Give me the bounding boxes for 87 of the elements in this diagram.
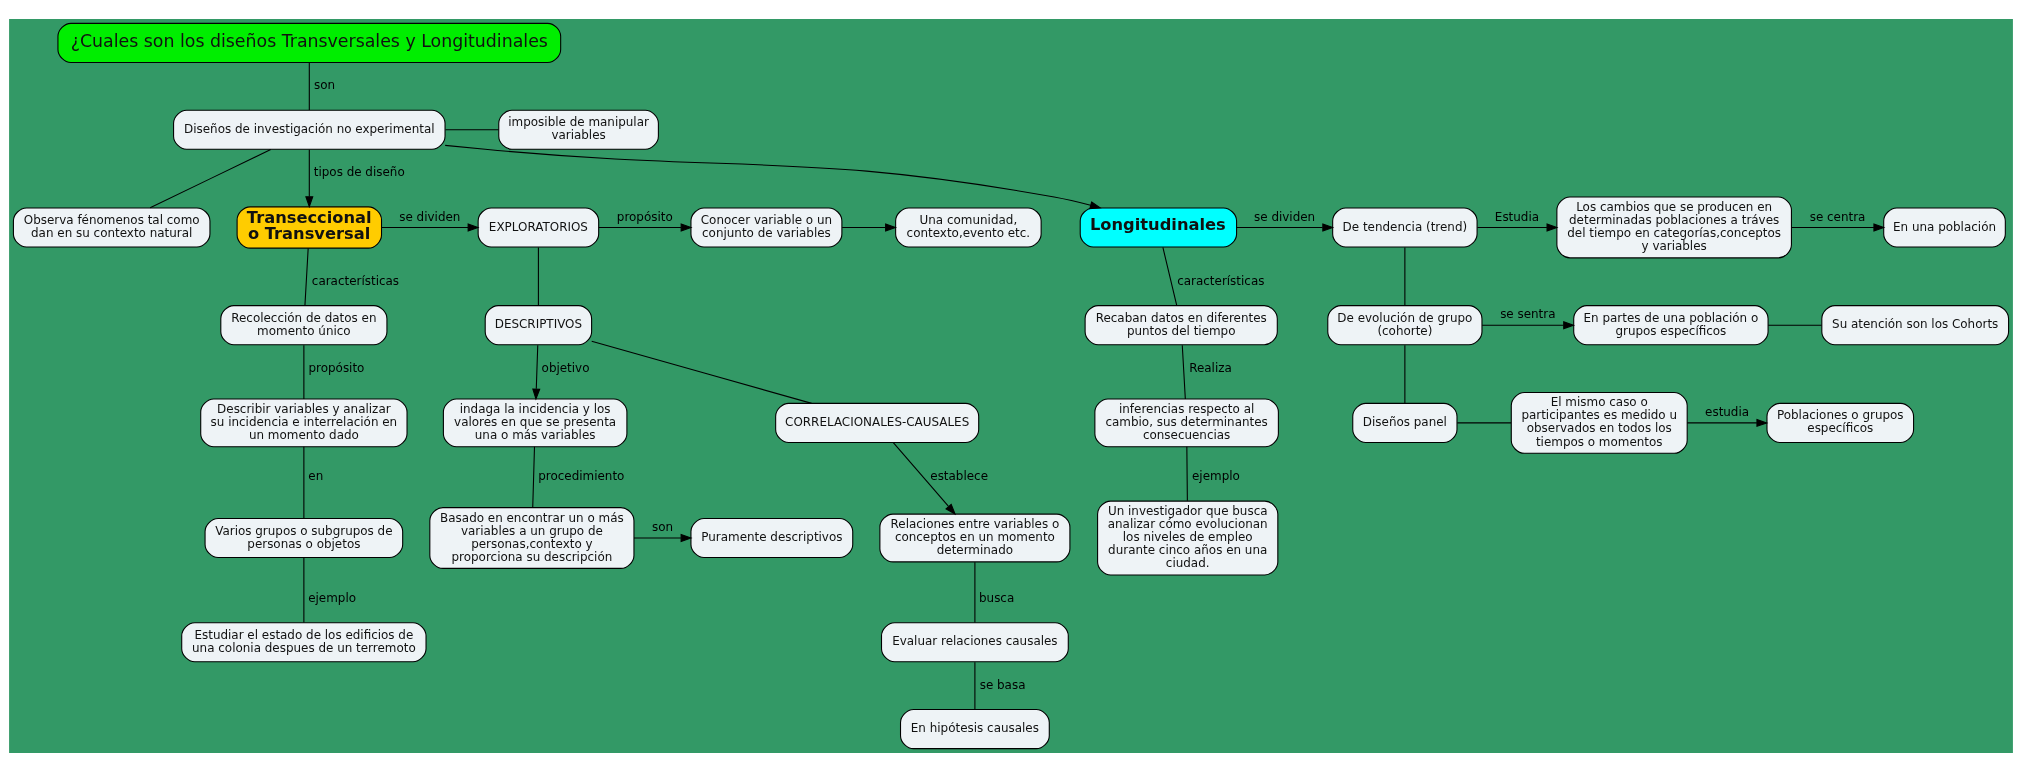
node-box: Recolección de datos en momento único [220, 305, 388, 346]
edge-label: procedimiento [538, 469, 625, 484]
node-box: imposible de manipular variables [498, 109, 659, 150]
arrow [381, 223, 480, 232]
node-box: Observa fénomenos tal como dan en su contexto natural [12, 207, 211, 248]
edge-label: propósito [616, 209, 673, 224]
edge-label: Estudia [1494, 209, 1540, 224]
edge-label: se sentra [1500, 307, 1556, 322]
arrow [598, 223, 693, 232]
connector [974, 561, 976, 624]
edge-label: se basa [979, 677, 1026, 692]
node-box: El mismo caso o participantes es medido u observados en todos los tiempos o momentos [1510, 391, 1688, 454]
arrow [1791, 223, 1886, 232]
connector [532, 446, 536, 508]
node-box: Diseños de investigación no experimental [173, 109, 446, 150]
node-box: Relaciones entre variables o conceptos en un momento determinado [879, 513, 1071, 563]
node-box: Recaban datos en diferentes puntos del tiempo [1084, 305, 1278, 346]
connector [591, 340, 813, 404]
connector [1404, 246, 1406, 307]
node-box: indaga la incidencia y los valores en que se presenta una o más variables [442, 398, 628, 448]
node-box: EXPLORATORIOS [477, 207, 600, 248]
connector [537, 246, 539, 307]
node-box: Diseños panel [1352, 402, 1458, 443]
node-box: De tendencia (trend) [1332, 207, 1478, 248]
node-box: En una población [1883, 207, 2006, 248]
node-box: Longitudinales [1079, 207, 1238, 248]
edge-label: son [651, 520, 674, 535]
node-box: Puramente descriptivos [690, 517, 854, 559]
node-box: Conocer variable o un conjunto de variables [690, 207, 843, 248]
arrow [532, 344, 541, 401]
connector [444, 129, 500, 131]
edge-label: características [1177, 273, 1265, 288]
node-box: Basado en encontrar un o más variables a un grupo de personas,contexto y proporciona su descripción [429, 507, 635, 569]
node-box: CORRELACIONALES-CAUSALES [775, 402, 980, 443]
edge-label: se dividen [399, 209, 461, 224]
node-box: Poblaciones o grupos específicos [1766, 402, 1915, 443]
arrow [444, 144, 1102, 210]
node-box: Evaluar relaciones causales [880, 622, 1069, 663]
node-box: ¿Cuales son los diseños Transversales y Longitudinales [57, 22, 562, 63]
connector [149, 148, 272, 209]
connector [308, 62, 310, 111]
edge-label: son [313, 78, 336, 93]
node-box: Transeccional o Transversal [236, 206, 383, 249]
edge-label: ejemplo [1192, 469, 1240, 484]
edge-label: características [311, 273, 400, 288]
node-box: De evolución de grupo (cohorte) [1327, 305, 1483, 346]
arrow [841, 223, 898, 232]
edge-label: se dividen [1254, 209, 1316, 224]
node-box: Un investigador que busca analizar cómo evolucionan los niveles de empleo durante cinco años en una ciudad. [1097, 500, 1279, 576]
edge-label: ejemplo [308, 590, 357, 605]
arrow [1476, 223, 1559, 232]
connector [1767, 324, 1823, 326]
edge-label: objetivo [541, 360, 590, 375]
connector [303, 557, 305, 624]
arrow [1686, 418, 1769, 428]
arrow [305, 149, 314, 209]
connector [1456, 422, 1512, 424]
arrow [633, 533, 693, 543]
connector [304, 247, 309, 307]
node-box: Los cambios que se producen en determinadas poblaciones a tráves del tiempo en categorías,conceptos y variables [1556, 196, 1792, 259]
connector [974, 661, 976, 710]
connector [303, 446, 305, 519]
node-box: Una comunidad, contexto,evento etc. [895, 207, 1042, 248]
edge-label: tipos de diseño [313, 165, 405, 180]
node-box: En partes de una población o grupos específicos [1573, 305, 1769, 346]
edge-label: Realiza [1189, 360, 1232, 375]
node-box: Estudiar el estado de los edificios de una colonia despues de un terremoto [181, 622, 427, 663]
connector [1404, 344, 1406, 404]
edge-label: estudia [1705, 405, 1750, 420]
arrow [1236, 223, 1335, 232]
connector [1162, 246, 1178, 307]
node-box: DESCRIPTIVOS [484, 305, 593, 346]
arrow [1481, 321, 1576, 330]
edge-label: establece [930, 469, 989, 484]
edge-label: en [308, 469, 324, 484]
edge-label: busca [978, 590, 1015, 605]
edge-label: propósito [308, 360, 365, 375]
connector [303, 344, 305, 400]
connector [1186, 446, 1188, 502]
node-box: Varios grupos o subgrupos de personas o objetos [204, 517, 404, 559]
node-box: inferencias respecto al cambio, sus determinantes consecuencias [1094, 398, 1279, 448]
arrow [892, 442, 957, 516]
node-box: Describir variables y analizar su incidencia e interrelación en un momento dado [200, 398, 408, 448]
node-box: En hipótesis causales [899, 709, 1050, 750]
edge-label: se centra [1809, 209, 1866, 224]
node-box: Su atención son los Cohorts [1821, 305, 2010, 346]
connector [1181, 344, 1186, 400]
